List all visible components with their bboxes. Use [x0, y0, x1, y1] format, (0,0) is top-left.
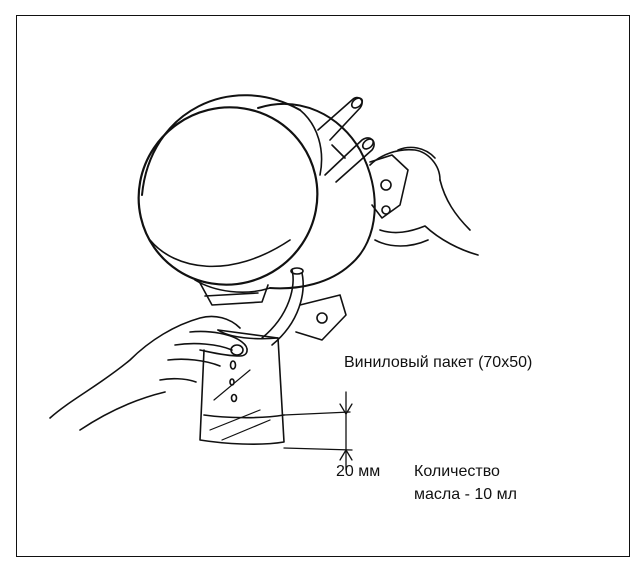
dimension-marker: [284, 392, 352, 470]
mounting-bracket-lower: [296, 295, 346, 340]
compressor-body: [104, 72, 375, 319]
right-hand: [370, 147, 478, 255]
drain-tube: [262, 268, 303, 345]
oil-quantity-label-line2: масла - 10 мл: [414, 485, 517, 505]
oil-quantity-label-line1: Количество: [414, 462, 500, 482]
dimension-label: 20 мм: [336, 462, 380, 482]
bag-label: Виниловый пакет (70x50): [344, 353, 532, 373]
left-hand: [50, 316, 247, 430]
mounting-bracket-right: [370, 155, 408, 218]
suction-tubes: [318, 96, 375, 182]
